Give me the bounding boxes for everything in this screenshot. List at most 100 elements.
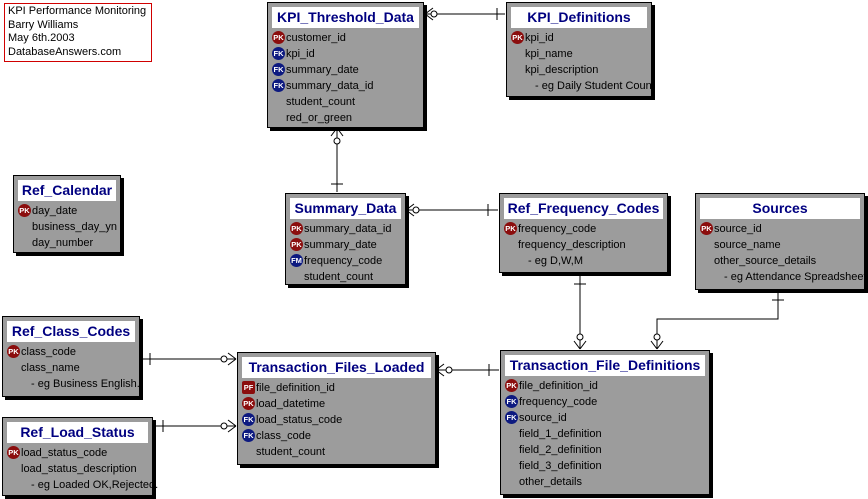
primary-key-icon: PK [700, 221, 713, 235]
note-line-site: DatabaseAnswers.com [8, 45, 122, 58]
attribute-name: frequency_code [304, 255, 383, 267]
attribute-name: day_date [32, 205, 78, 217]
attribute-row: student_count [290, 269, 403, 285]
foreign-key-icon: FK [272, 62, 285, 76]
foreign-key-icon: FK [242, 412, 255, 426]
entity-title: Ref_Class_Codes [7, 321, 135, 342]
entity-title: Ref_Calendar [18, 180, 116, 201]
rel-loadstatus-filesloaded [153, 419, 237, 433]
primary-foreign-key-icon: PF [242, 380, 255, 394]
attribute-name: business_day_yn [32, 221, 118, 233]
attribute-name: kpi_name [525, 48, 573, 60]
attribute-name: field_1_definition [519, 428, 602, 440]
attribute-row: load_status_description [7, 461, 150, 477]
primary-key-icon: PK [7, 344, 20, 358]
attribute-name: kpi_id [286, 48, 315, 60]
attribute-row: red_or_green [272, 110, 421, 126]
attribute-name: class_name [21, 362, 80, 374]
attribute-name: load_status_code [256, 414, 343, 426]
attribute-name: - eg Daily Student Count [535, 80, 655, 92]
note-line-author: Barry Williams [8, 18, 79, 31]
foreign-key-icon: FK [505, 410, 518, 424]
attribute-name: load_status_code [21, 447, 108, 459]
rel-kpi-definitions-threshold [424, 7, 505, 21]
attribute-name: file_definition_id [519, 380, 598, 392]
foreign-key-icon: FK [272, 78, 285, 92]
note-line-date: May 6th.2003 [8, 32, 75, 44]
attribute-name: field_2_definition [519, 444, 602, 456]
attribute-name: - eg D,W,M [528, 255, 584, 267]
attribute-row: source_name [700, 237, 862, 253]
entity-title: Summary_Data [290, 198, 401, 219]
attribute-name: - eg Business English. [31, 378, 140, 390]
attribute-row: day_number [18, 235, 118, 251]
attribute-name: summary_data_id [304, 223, 392, 235]
foreign-key-icon: FK [242, 428, 255, 442]
attribute-name: kpi_id [525, 32, 554, 44]
attribute-name: frequency_code [518, 223, 597, 235]
primary-key-icon: PK [272, 30, 285, 44]
entity-title: Transaction_Files_Loaded [242, 357, 431, 378]
attribute-row: other_details [505, 474, 707, 490]
attribute-name: load_datetime [256, 398, 326, 410]
primary-key-icon: PK [18, 203, 31, 217]
attribute-name: summary_date [286, 64, 359, 76]
attribute-name: other_source_details [714, 255, 817, 267]
attribute-row: field_2_definition [505, 442, 707, 458]
attribute-name: class_code [21, 346, 77, 358]
attribute-name: customer_id [286, 32, 346, 44]
rel-filedefs-filesloaded [435, 363, 499, 377]
attribute-row: field_3_definition [505, 458, 707, 474]
diagram-info-note: KPI Performance Monitoring Barry William… [4, 3, 152, 62]
rel-class-filesloaded [140, 352, 237, 366]
entity-title: Sources [700, 198, 860, 219]
primary-key-icon: PK [505, 378, 518, 392]
rel-sources-filedefs [650, 291, 784, 350]
rel-frequency-filedefs [573, 275, 587, 350]
attribute-row: class_name [7, 360, 137, 376]
attribute-row: - eg Loaded OK,Rejected. [7, 477, 158, 493]
attribute-row: frequency_description [504, 237, 665, 253]
attribute-name: field_3_definition [519, 460, 602, 472]
attribute-name: - eg Attendance Spreadsheet. [724, 271, 868, 283]
entity-title: KPI_Definitions [511, 7, 647, 28]
entity-title: Ref_Frequency_Codes [504, 198, 663, 219]
primary-key-icon: PK [504, 221, 517, 235]
attribute-name: class_code [256, 430, 312, 442]
attribute-name: load_status_description [21, 463, 137, 475]
primary-key-icon: PK [290, 221, 303, 235]
note-line-title: KPI Performance Monitoring [8, 5, 147, 17]
primary-key-icon: PK [290, 237, 303, 251]
attribute-name: summary_date [304, 239, 377, 251]
attribute-row: field_1_definition [505, 426, 707, 442]
attribute-row: kpi_name [511, 46, 649, 62]
